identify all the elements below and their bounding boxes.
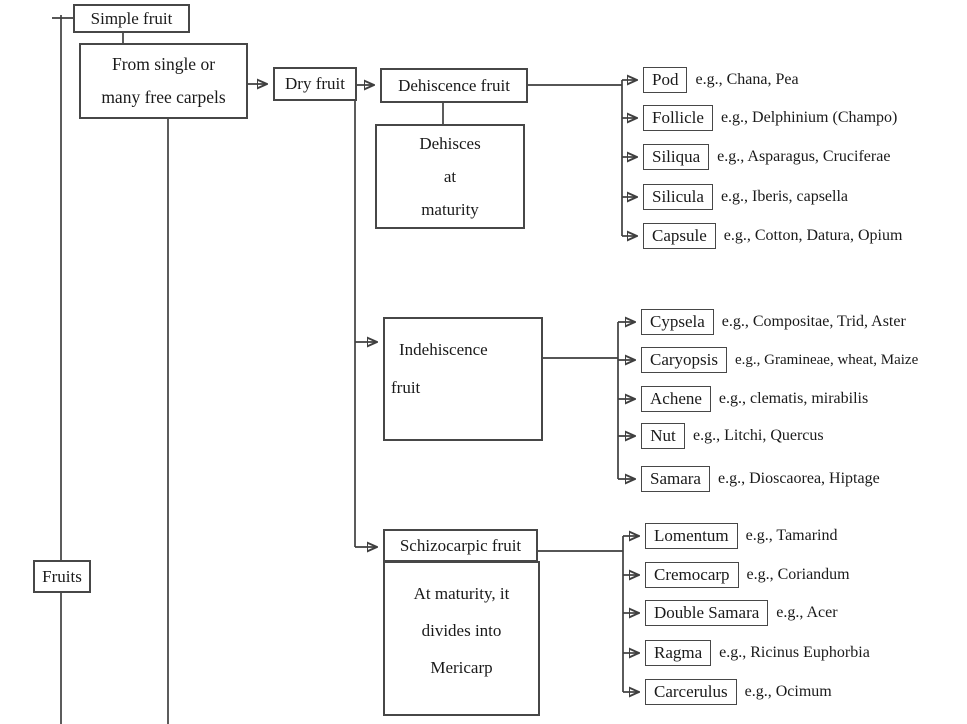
leaf-row-silicula: Silicula e.g., Iberis, capsella (643, 180, 848, 214)
node-schizocarpic-fruit: Schizocarpic fruit (383, 529, 538, 562)
node-dehiscence-note: Dehisces at maturity (375, 124, 525, 229)
leaf-row-lomentum: Lomentum e.g., Tamarind (645, 519, 838, 553)
leaf-row-nut: Nut e.g., Litchi, Quercus (641, 419, 824, 453)
indehiscence-line1: Indehiscence (399, 340, 488, 359)
leaf-row-cremocarp: Cremocarp e.g., Coriandum (645, 558, 850, 592)
leaf-example: e.g., Ocimum (744, 683, 832, 700)
leaf-label-box: Silicula (643, 184, 713, 210)
dehiscence-note-line1: Dehisces (419, 134, 481, 153)
leaf-example: e.g., Litchi, Quercus (693, 427, 824, 444)
leaf-example: e.g., clematis, mirabilis (718, 390, 869, 407)
dehiscence-note-line3: maturity (421, 200, 479, 219)
node-free-carpels: From single or many free carpels (79, 43, 248, 119)
leaf-example: e.g., Ricinus Euphorbia (719, 644, 870, 661)
leaf-row-ragma: Ragma e.g., Ricinus Euphorbia (645, 636, 870, 670)
leaf-label-box: Nut (641, 423, 685, 449)
node-simple-fruit: Simple fruit (73, 4, 190, 33)
leaf-label-box: Samara (641, 466, 710, 492)
node-dry-fruit: Dry fruit (273, 67, 357, 101)
leaf-example: e.g., Acer (776, 604, 838, 621)
schizocarpic-note-line3: Mericarp (430, 658, 493, 677)
leaf-row-cypsela: Cypsela e.g., Compositae, Trid, Aster (641, 305, 906, 339)
leaf-label-box: Pod (643, 67, 688, 93)
leaf-example: e.g., Tamarind (745, 527, 838, 544)
dehiscence-note-line2: at (443, 167, 457, 186)
leaf-example: e.g., Cotton, Datura, Opium (723, 227, 903, 244)
leaf-label-box: Ragma (645, 640, 712, 666)
leaf-example: e.g., Delphinium (Champo) (720, 109, 898, 126)
schizocarpic-note-line1: At maturity, it (413, 584, 510, 603)
leaf-label-box: Double Samara (645, 600, 769, 626)
dehiscence-group-spine (528, 80, 623, 236)
leaf-row-follicle: Follicle e.g., Delphinium (Champo) (643, 101, 897, 135)
leaf-row-carcerulus: Carcerulus e.g., Ocimum (645, 675, 832, 709)
node-indehiscence-fruit: Indehiscence fruit (383, 317, 543, 441)
leaf-label-box: Capsule (643, 223, 716, 249)
node-schizocarpic-note: At maturity, it divides into Mericarp (383, 561, 540, 716)
leaf-label-box: Caryopsis (641, 347, 727, 373)
leaf-label-box: Lomentum (645, 523, 738, 549)
leaf-label-box: Carcerulus (645, 679, 737, 705)
leaf-label-box: Cypsela (641, 309, 714, 335)
free-carpels-line1: From single or (111, 54, 216, 74)
leaf-example: e.g., Coriandum (746, 566, 850, 583)
leaf-example: e.g., Iberis, capsella (720, 188, 849, 205)
free-carpels-line2: many free carpels (101, 87, 226, 107)
leaf-label-box: Follicle (643, 105, 713, 131)
leaf-row-samara: Samara e.g., Dioscaorea, Hiptage (641, 462, 880, 496)
leaf-example: e.g., Gramineae, wheat, Maize (735, 351, 919, 368)
leaf-example: e.g., Dioscaorea, Hiptage (717, 470, 880, 487)
node-dehiscence-fruit: Dehiscence fruit (380, 68, 528, 103)
leaf-label-box: Achene (641, 386, 711, 412)
leaf-row-caryopsis: Caryopsis e.g., Gramineae, wheat, Maize (641, 343, 918, 377)
indehiscence-line2: fruit (391, 378, 421, 397)
indehiscence-group-spine (543, 322, 619, 479)
node-fruits-root: Fruits (33, 560, 91, 593)
leaf-row-double-samara: Double Samara e.g., Acer (645, 596, 838, 630)
leaf-row-capsule: Capsule e.g., Cotton, Datura, Opium (643, 219, 902, 253)
leaf-row-achene: Achene e.g., clematis, mirabilis (641, 382, 868, 416)
leaf-label-box: Siliqua (643, 144, 710, 170)
leaf-example: e.g., Chana, Pea (695, 71, 799, 88)
schizocarpic-group-spine (538, 536, 624, 692)
schizocarpic-note-line2: divides into (421, 621, 502, 640)
leaf-label-box: Cremocarp (645, 562, 739, 588)
leaf-row-pod: Pod e.g., Chana, Pea (643, 63, 799, 97)
leaf-example: e.g., Asparagus, Cruciferae (717, 148, 891, 165)
leaf-example: e.g., Compositae, Trid, Aster (721, 313, 906, 330)
leaf-row-siliqua: Siliqua e.g., Asparagus, Cruciferae (643, 140, 890, 174)
